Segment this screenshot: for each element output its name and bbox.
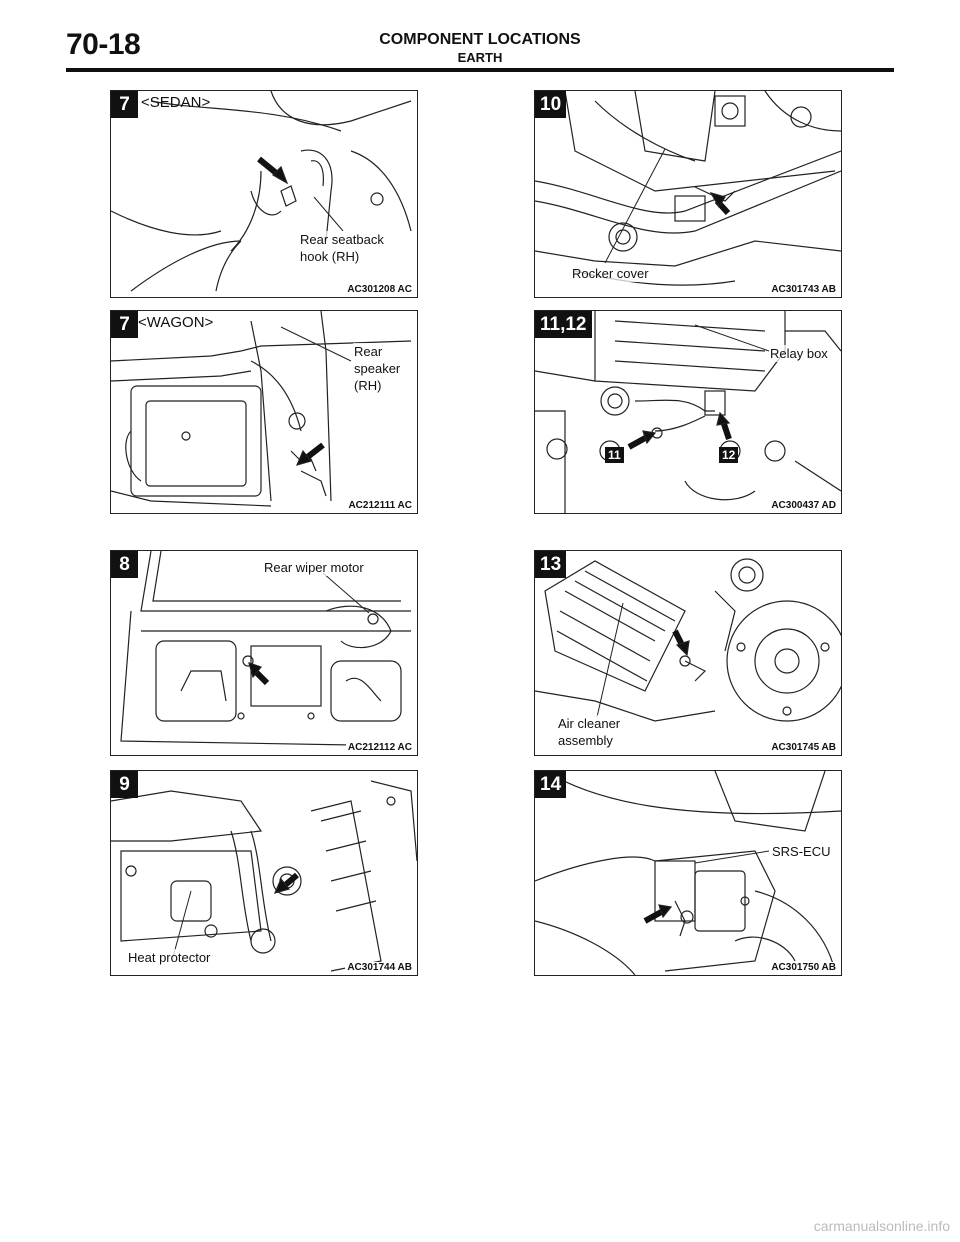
illustration-air-cleaner	[535, 558, 841, 722]
figure-number-badge: 8	[111, 551, 138, 578]
callout-rocker-cover: Rocker cover	[571, 265, 650, 282]
illustration-relay-box	[535, 311, 841, 513]
figure-number-badge: 13	[535, 551, 567, 578]
header-rule	[66, 68, 894, 72]
figure-number-badge: 7	[111, 311, 138, 338]
figure-sedan-rear-seatback: 7 <SEDAN> Rear seatback hook (RH) AC3012…	[110, 90, 418, 298]
page-number: 70-18	[66, 28, 141, 61]
figure-rocker-cover: 10 Rocker cover AC301743 AB	[534, 90, 842, 298]
callout-heat-protector: Heat protector	[127, 949, 212, 966]
earth-point-badge: 12	[719, 447, 739, 463]
watermark: carmanualsonline.info	[813, 1218, 950, 1234]
figure-air-cleaner: 13 Air cleaner assembly AC301745 AB	[534, 550, 842, 756]
figure-code: AC212111 AC	[346, 500, 414, 511]
callout-rear-speaker: Rear speaker (RH)	[353, 343, 415, 394]
callout-air-cleaner-assembly: Air cleaner assembly	[557, 715, 633, 749]
figure-heat-protector: 9 Heat protector AC301744 AB	[110, 770, 418, 976]
figure-code: AC301744 AB	[345, 962, 414, 973]
callout-rear-wiper-motor: Rear wiper motor	[263, 559, 365, 576]
figure-code: AC301745 AB	[769, 742, 838, 753]
figure-rear-wiper-motor: 8 Rear wiper motor AC212112 AC	[110, 550, 418, 756]
illustration-srs-ecu	[535, 771, 841, 975]
earth-point-badge: 11	[605, 447, 624, 463]
section-subtitle: EARTH	[457, 50, 503, 65]
figure-code: AC301208 AC	[345, 284, 414, 295]
figure-code: AC212112 AC	[345, 742, 414, 753]
figure-number-badge: 10	[535, 91, 567, 118]
figure-code: AC301743 AB	[769, 284, 838, 295]
variant-label: <WAGON>	[138, 314, 214, 331]
figure-code: AC301750 AB	[769, 962, 838, 973]
callout-srs-ecu: SRS-ECU	[771, 843, 832, 860]
figure-wagon-rear-speaker: 7 <WAGON> Rear speaker (RH) AC212111 AC	[110, 310, 418, 514]
illustration-heat-protector	[111, 780, 417, 972]
section-title: COMPONENT LOCATIONS	[379, 31, 581, 48]
figure-number-badge: 14	[535, 771, 567, 798]
callout-relay-box: Relay box	[769, 345, 829, 362]
figure-relay-box: 11,12 Relay box 11 12 AC300437 AD	[534, 310, 842, 514]
callout-rear-seatback-hook: Rear seatback hook (RH)	[299, 231, 411, 265]
figure-srs-ecu: 14 SRS-ECU AC301750 AB	[534, 770, 842, 976]
illustration-rear-wiper-motor	[120, 551, 412, 747]
illustration-rocker-cover	[535, 91, 841, 286]
figure-number-badge: 11,12	[535, 311, 592, 338]
illustration-wagon-speaker	[111, 311, 412, 507]
variant-label: <SEDAN>	[141, 94, 211, 111]
figure-number-badge: 7	[111, 91, 138, 118]
figure-code: AC300437 AD	[769, 500, 838, 511]
figure-number-badge: 9	[111, 771, 138, 798]
illustration-sedan-seatback	[111, 91, 412, 292]
